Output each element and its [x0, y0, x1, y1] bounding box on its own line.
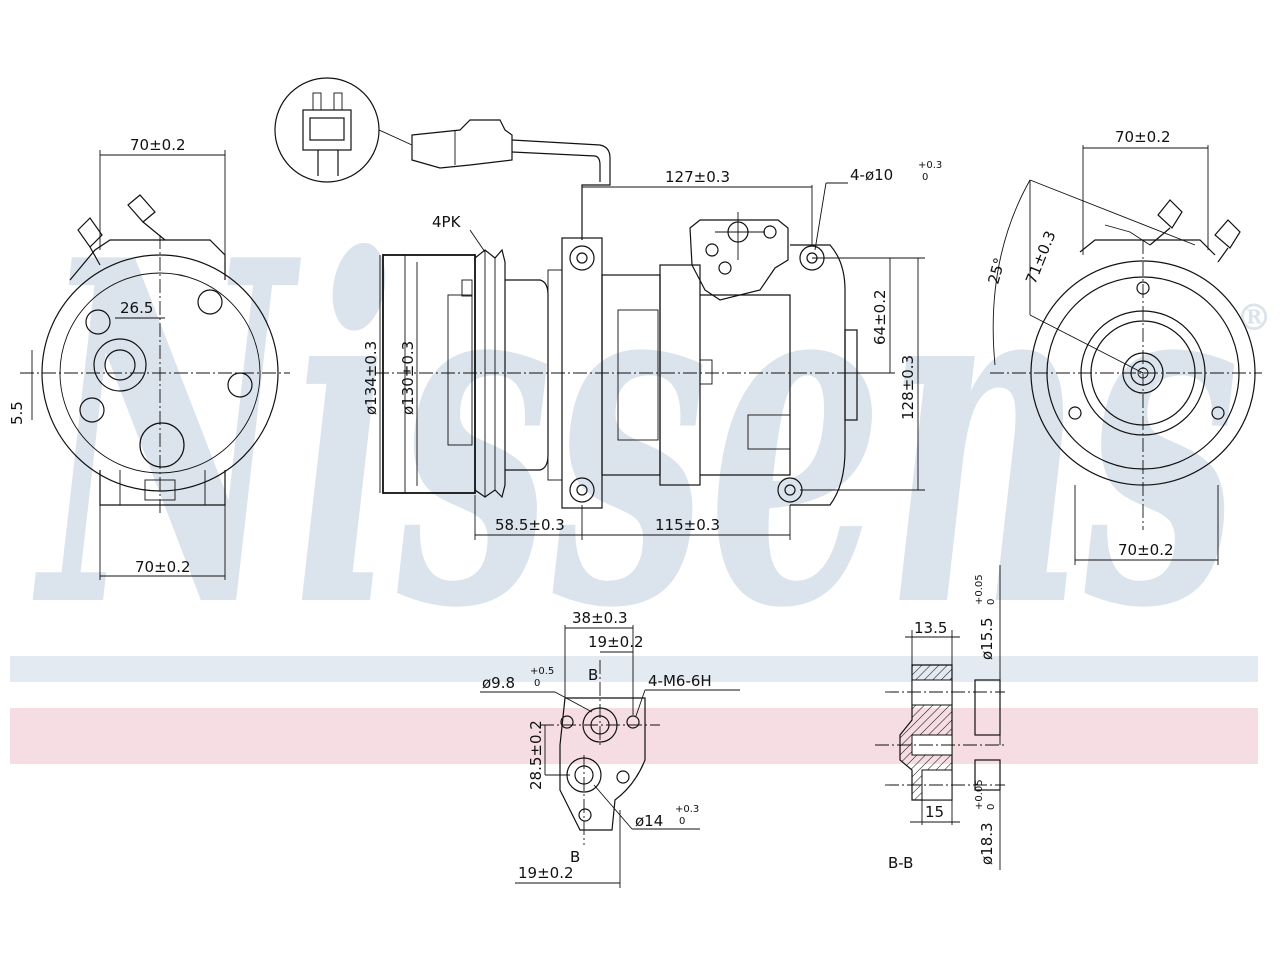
mount-holes-tol-upper: +0.3	[918, 160, 942, 171]
section-upper-diameter-label: ø15.5	[978, 617, 996, 660]
port-offset-label: 19±0.2	[588, 633, 644, 651]
pulley-inner-diameter-label: ø130±0.3	[399, 341, 417, 415]
port-view: 38±0.3 19±0.2 B ø9.8 +0.5 0 4-M6-6H 28.5…	[480, 609, 740, 888]
upper-height-label: 64±0.2	[871, 289, 889, 345]
connector-inset	[274, 77, 611, 240]
section-bottom-thickness-label: 15	[925, 803, 944, 821]
center-distance-label: 127±0.3	[665, 168, 730, 186]
port-center-distance-label: 28.5±0.2	[527, 720, 545, 790]
section-lower-tol-lower: 0	[986, 804, 997, 810]
front-bottom-width-label: 70±0.2	[135, 558, 191, 576]
total-height-label: 128±0.3	[899, 355, 917, 420]
section-mark-bottom: B	[570, 848, 580, 866]
section-upper-tol-lower: 0	[986, 599, 997, 605]
section-lower-diameter-label: ø18.3	[978, 822, 996, 865]
front-left-offset-label: 5.5	[8, 401, 26, 425]
mount-holes-label: 4-ø10	[850, 166, 893, 184]
large-port-tol-upper: +0.3	[675, 804, 699, 815]
section-upper-tol-upper: +0.05	[974, 574, 985, 605]
belt-type-label: 4PK	[432, 213, 462, 231]
pulley-offset-label: 58.5±0.3	[495, 516, 565, 534]
pink-band	[10, 708, 1258, 764]
front-top-width-label: 70±0.2	[130, 136, 186, 154]
large-port-diameter-label: ø14	[635, 812, 663, 830]
front-view: 70±0.2 70±0.2 26.5 5.5	[8, 136, 290, 580]
blue-band	[10, 656, 1258, 682]
registered-mark: ®	[1236, 297, 1272, 339]
section-title: B-B	[888, 854, 913, 872]
body-length-label: 115±0.3	[655, 516, 720, 534]
port-width-label: 38±0.3	[572, 609, 628, 627]
large-port-tol-lower: 0	[679, 816, 685, 827]
rear-top-width-label: 70±0.2	[1115, 128, 1171, 146]
background-branding: Nissens ®	[10, 159, 1272, 764]
mount-holes-tol-lower: 0	[922, 172, 928, 183]
section-lower-tol-upper: +0.05	[974, 779, 985, 810]
section-top-thickness-label: 13.5	[914, 619, 947, 637]
small-port-tol-upper: +0.5	[530, 666, 554, 677]
section-view: 13.5 15 ø15.5 +0.05 0 ø18.3 +0.05 0 B-B	[875, 565, 1005, 872]
port-bottom-offset-label: 19±0.2	[518, 864, 574, 882]
thread-spec-label: 4-M6-6H	[648, 672, 712, 690]
watermark-logo: Nissens	[31, 159, 1240, 711]
rear-bottom-width-label: 70±0.2	[1118, 541, 1174, 559]
front-offset-label: 26.5	[120, 299, 153, 317]
small-port-diameter-label: ø9.8	[482, 674, 515, 692]
side-view: 4PK 127±0.3 4-ø10 +0.3 0 ø134±0.3 ø130±0…	[362, 160, 942, 540]
pulley-outer-diameter-label: ø134±0.3	[362, 341, 380, 415]
section-mark-top: B	[588, 666, 598, 684]
small-port-tol-lower: 0	[534, 678, 540, 689]
